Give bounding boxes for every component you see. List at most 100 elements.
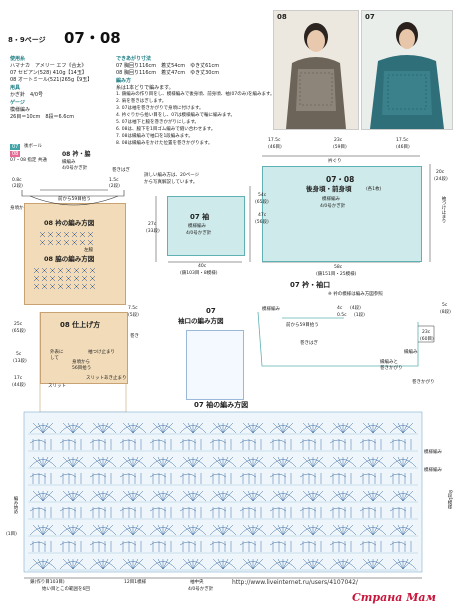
size-07: 07 胸回り116cm 着丈54cm ゆき丈61cm: [116, 63, 220, 69]
dim-label: 1.5c: [109, 178, 119, 183]
neck-pattern-title: 08 衿の編み方図: [44, 219, 95, 227]
dim-label: 47c: [258, 213, 267, 218]
big-chart-center: 袖中央: [190, 580, 204, 585]
pick-note: 前から59目拾う: [286, 323, 319, 328]
legend: 07: [10, 144, 21, 150]
big-chart-hook: 4/0号かぎ針: [188, 587, 214, 592]
big-chart-repeat: 8段1模様: [447, 490, 452, 510]
dim-label: (2段): [109, 184, 120, 189]
wrap-note: 巻きはぎ: [300, 341, 318, 346]
neckline-label: 衿ぐり: [328, 159, 342, 164]
finish-wrap: スリットあき止まり: [86, 376, 127, 381]
dim-label: 0.8c: [12, 178, 22, 183]
big-chart-chain: 鎖(作り目103目): [30, 580, 65, 585]
cuff-grid-panel: [186, 330, 244, 400]
dim-label: (24段): [434, 177, 448, 182]
dim-label: 4c: [337, 306, 343, 311]
dim-label: (65段): [255, 200, 269, 205]
dim-label: (鎖151目・25模様): [316, 272, 357, 277]
dim-label: (5段): [128, 313, 139, 318]
collar-pattern: 模様編み: [262, 307, 280, 312]
dim-label: 40c: [198, 264, 207, 269]
cuff-subtitle: 袖口の編み方図: [178, 317, 224, 325]
method-step: 1. 鎖編みの作り目をし、模様編みで後身頃、前身頃、袖(07のみ)を編みます。: [116, 92, 275, 97]
neck-chart-hook: 4/0号かぎ針: [62, 166, 88, 171]
photo-07: 07: [361, 10, 453, 130]
dim-label: (65段): [12, 329, 26, 334]
body-panel: [262, 166, 422, 262]
gauge-heading: ゲージ: [10, 100, 25, 106]
legend-row: 08: [10, 151, 21, 157]
tools-heading: 用具: [10, 85, 21, 91]
sleeve-note: 詳しい編み方は、20ページ: [144, 173, 200, 178]
dim-label: (4段): [350, 306, 361, 311]
big-chart-start: (1目): [6, 532, 17, 537]
sleeve-stop-note: 袖つけ止まり: [441, 196, 446, 223]
method-step: 6. 08は、脇下を1目ゴム編みで縫い合わせます。: [116, 127, 216, 132]
page-reference: 8・9ページ: [8, 36, 46, 44]
dim-label: (59目): [333, 145, 347, 150]
finish-title: 08 仕上げ方: [60, 321, 101, 329]
side-pattern-title: 08 脇の編み方図: [44, 255, 95, 263]
big-chart-note: 始い目とこの範囲を6回: [42, 587, 90, 592]
big-chart-label: 模様編み: [424, 450, 442, 455]
legend-label: 後ボール: [24, 144, 42, 149]
dim-label: 27c: [148, 222, 157, 227]
sleeve-hook: 4/0号かぎ針: [186, 231, 212, 236]
sleeve-title: 07 袖: [190, 213, 210, 221]
cuff-title: 07: [206, 307, 216, 315]
cuff-note: 巻きかがり: [412, 380, 435, 385]
neck-chart-title: 08 衿・脇: [62, 151, 91, 158]
big-chart-start: 編み始め: [13, 496, 18, 514]
finish-note: スリット: [48, 384, 66, 389]
dim-label: (鎖103目・8模様): [180, 271, 218, 276]
method-step: 8. 08は縁編みをかけた位置を巻きかがります。: [116, 141, 213, 146]
finish-note: して: [50, 356, 59, 361]
dim-label: 17.5c: [268, 138, 281, 143]
dim-label: (2段): [12, 184, 23, 189]
yarn-heading: 使用糸: [10, 56, 26, 62]
method-step: 5. 07は袖下と脇を巻きかがりにします。: [116, 120, 199, 125]
photo-08-figure: [274, 11, 358, 129]
body-hook: 4/0号かぎ針: [320, 204, 346, 209]
cuff-note: 巻きかがり: [380, 366, 403, 371]
dim-label: (46目): [268, 145, 282, 150]
dim-label: (1段): [354, 313, 365, 318]
dim-label: (44段): [12, 383, 26, 388]
dim-label: (46目): [396, 145, 410, 150]
page-title: 07・08: [64, 29, 121, 47]
gauge-value: 26目＝10cm 8段＝6.6cm: [10, 114, 75, 120]
body-pattern: 模様編み: [322, 197, 340, 202]
dim-label: 17.5c: [396, 138, 409, 143]
method-step: 3. 07は袖を巻きかがりで身頃に付けます。: [116, 106, 204, 111]
legend-07-swatch: 07: [10, 144, 21, 150]
watermark-url[interactable]: http://www.liveinternet.ru/users/4107042…: [232, 579, 358, 586]
yarn-brand: ハマナカ アメリー エフ《合太》: [10, 63, 87, 69]
legend-common: 07・08 指定 共通: [10, 158, 47, 163]
method-step: 2. 肩を巻きはぎします。: [116, 99, 167, 104]
collar-title: 07 衿・袖口: [290, 281, 331, 289]
neck-chart-pattern: 縁編み: [62, 160, 76, 165]
finish-note: 身頃から: [72, 360, 90, 365]
tools-value: かぎ針 4/0号: [10, 92, 44, 98]
yarn-08: 08 オートミール(521)265g【9玉】: [10, 77, 93, 83]
legend-08-swatch: 08: [10, 151, 21, 157]
dim-label: (8段): [440, 310, 451, 315]
side-left-label: 左脇: [84, 248, 93, 253]
dim-label: 54c: [258, 193, 267, 198]
big-chart-label: 模様編み: [424, 468, 442, 473]
wrap-note: 巻きはぎ: [112, 168, 130, 173]
neck-chart-panel: [24, 203, 126, 305]
dim-label: (60目): [420, 337, 434, 342]
body-title: 07・08: [326, 175, 355, 184]
watermark-site: Страна Мам: [352, 591, 436, 604]
photo-07-figure: [362, 11, 452, 129]
method-heading: 編み方: [116, 78, 132, 84]
method-note: 糸は1本どりで編みます。: [116, 85, 174, 91]
dim-label: 58c: [334, 265, 343, 270]
photo-07-label: 07: [365, 13, 375, 21]
finish-wrap: 袖つけ止まり: [88, 350, 115, 355]
body-subtitle: 後身頃・前身頃: [306, 185, 352, 193]
dim-label: 20c: [436, 170, 445, 175]
dim-label: (13段): [13, 359, 27, 364]
